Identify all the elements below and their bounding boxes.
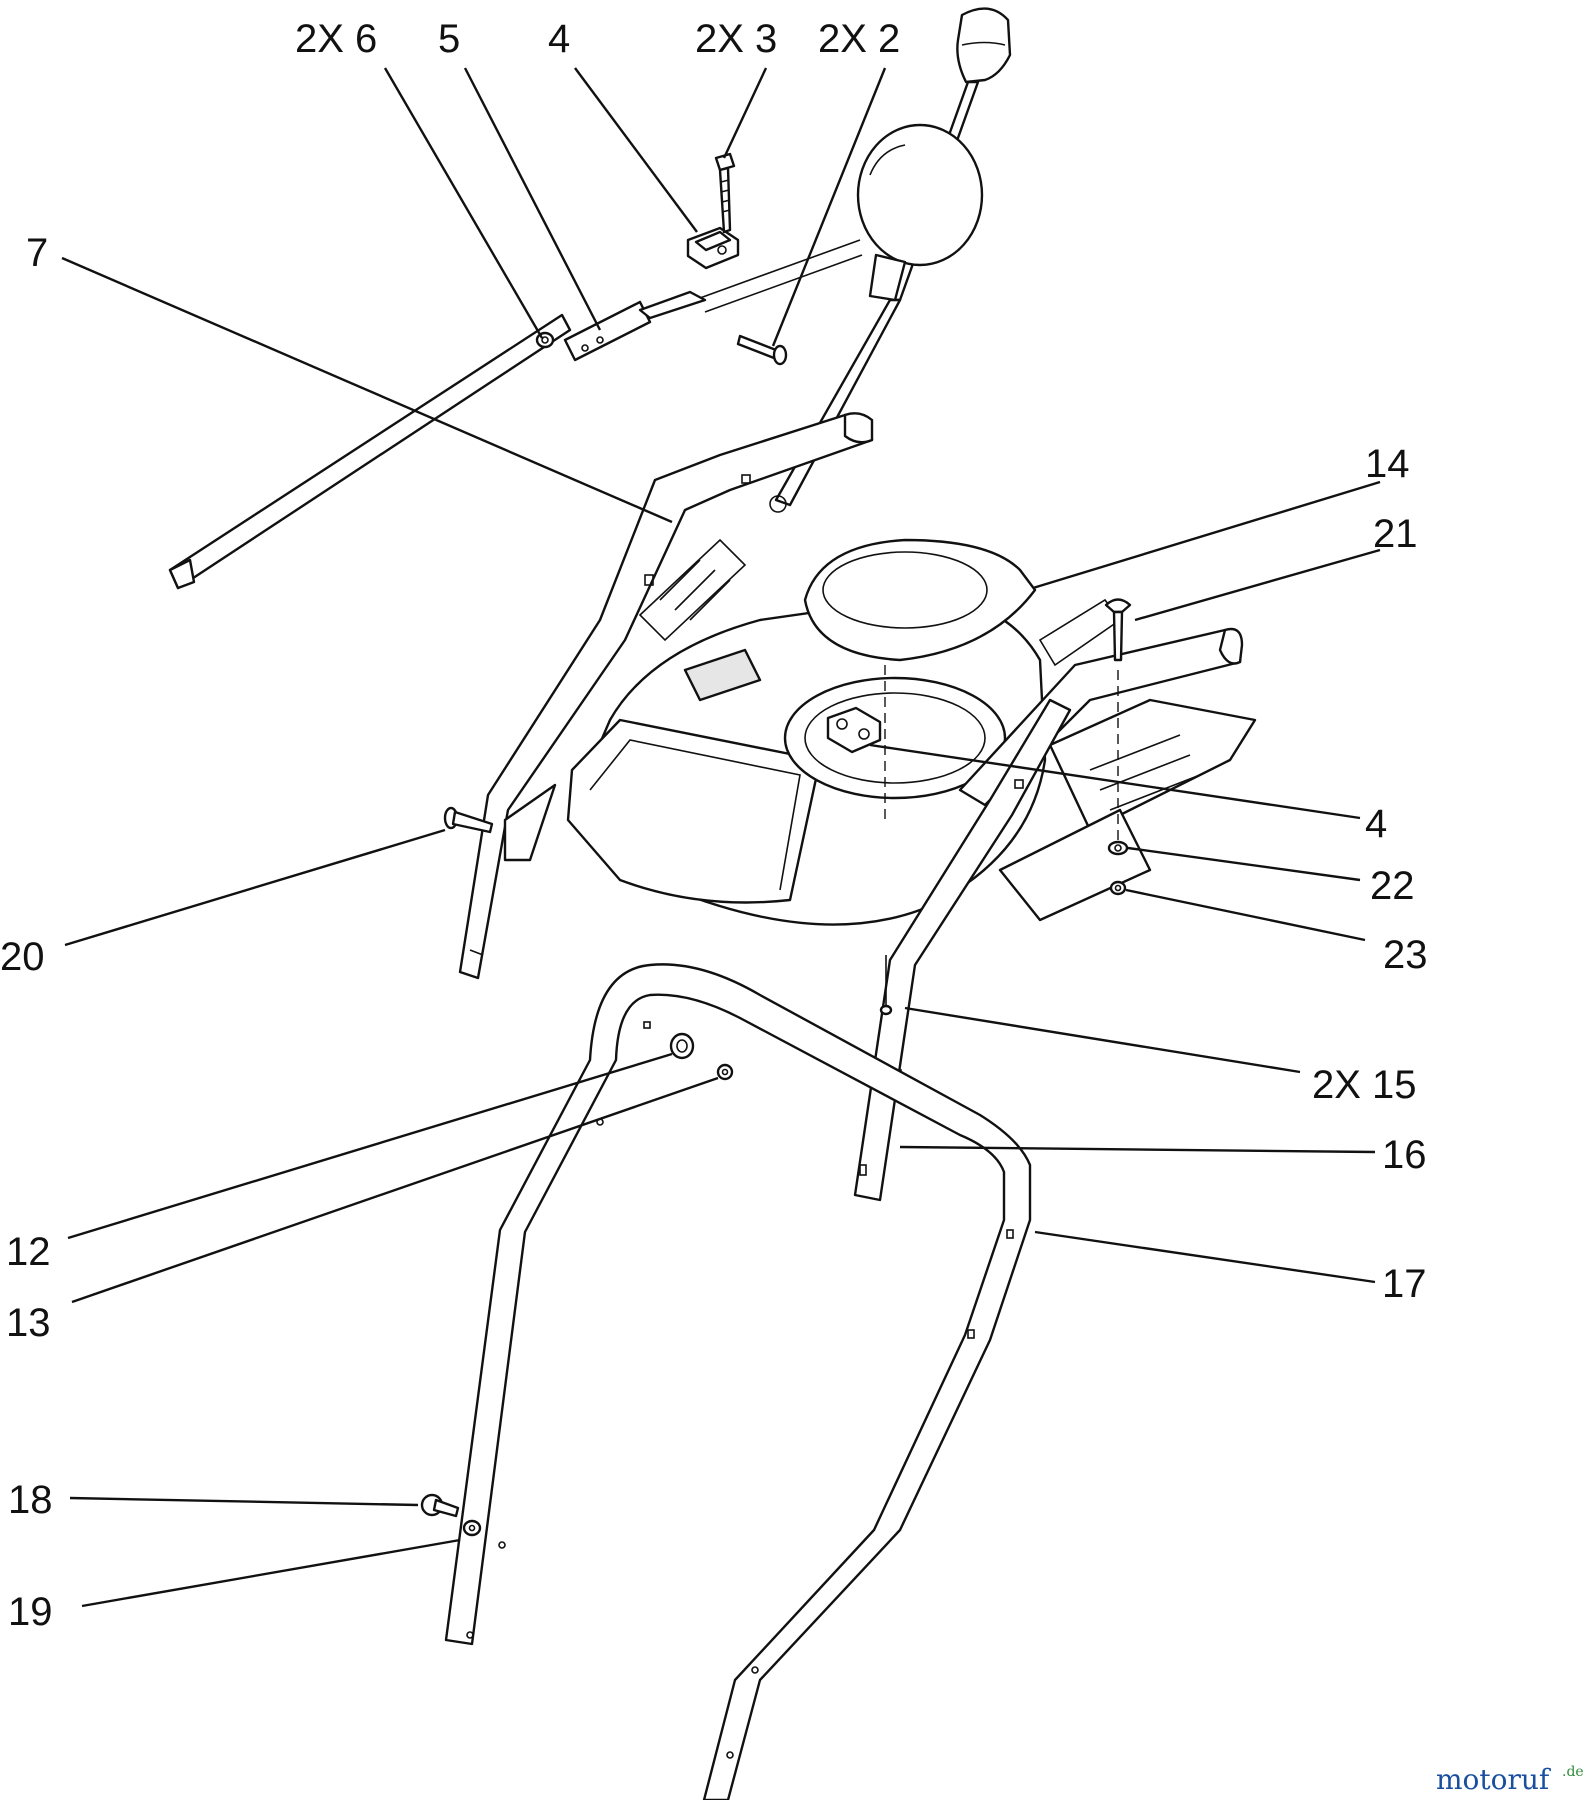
gasket-14 [803, 538, 1037, 820]
right-upper-handle [958, 627, 1257, 922]
clip-4 [826, 706, 882, 754]
callout-18: 18 [8, 1478, 53, 1522]
callout-13: 13 [6, 1301, 51, 1345]
callout-4-middle: 4 [1365, 802, 1387, 846]
watermark: motoruf .de [1436, 1763, 1584, 1796]
control-panel [566, 538, 1122, 926]
middle-handle-16 [853, 698, 1072, 1202]
callout-2x15: 2X 15 [1312, 1063, 1417, 1107]
bolt-18 [420, 1493, 460, 1518]
watermark-brand: motoruf [1436, 1763, 1552, 1796]
callout-23: 23 [1383, 933, 1428, 977]
washer-19 [462, 1519, 482, 1537]
callout-5: 5 [438, 17, 460, 61]
bolt-21 [1104, 598, 1132, 896]
callout-20: 20 [0, 935, 45, 979]
spacer-12 [669, 1032, 695, 1060]
bracket-4-top [686, 226, 740, 270]
callout-16: 16 [1382, 1133, 1427, 1177]
callout-2x2: 2X 2 [818, 17, 900, 61]
bolt-20 [443, 806, 494, 834]
callout-labels: 2X 6 5 4 2X 3 2X 2 7 14 21 4 22 23 20 2X… [0, 17, 1428, 1634]
callout-14: 14 [1365, 442, 1410, 486]
handle-assembly-drawing [168, 7, 1257, 1800]
callout-12: 12 [6, 1230, 51, 1274]
callout-4-top: 4 [548, 17, 570, 61]
callout-17: 17 [1382, 1262, 1427, 1306]
callout-21: 21 [1373, 512, 1418, 556]
callout-19: 19 [8, 1590, 53, 1634]
callout-2x6: 2X 6 [295, 17, 377, 61]
callout-7: 7 [26, 231, 48, 275]
leader-lines [61, 67, 1381, 1608]
bolt-2 [736, 334, 788, 366]
nut-13 [716, 1063, 734, 1081]
lower-handle [444, 963, 1032, 1800]
screw-15 [879, 955, 893, 1016]
watermark-suffix: .de [1562, 1764, 1584, 1780]
upper-handle [458, 412, 874, 980]
shift-rod [168, 239, 863, 590]
callout-22: 22 [1370, 864, 1415, 908]
callout-2x3: 2X 3 [695, 17, 777, 61]
screw-3 [714, 152, 736, 234]
